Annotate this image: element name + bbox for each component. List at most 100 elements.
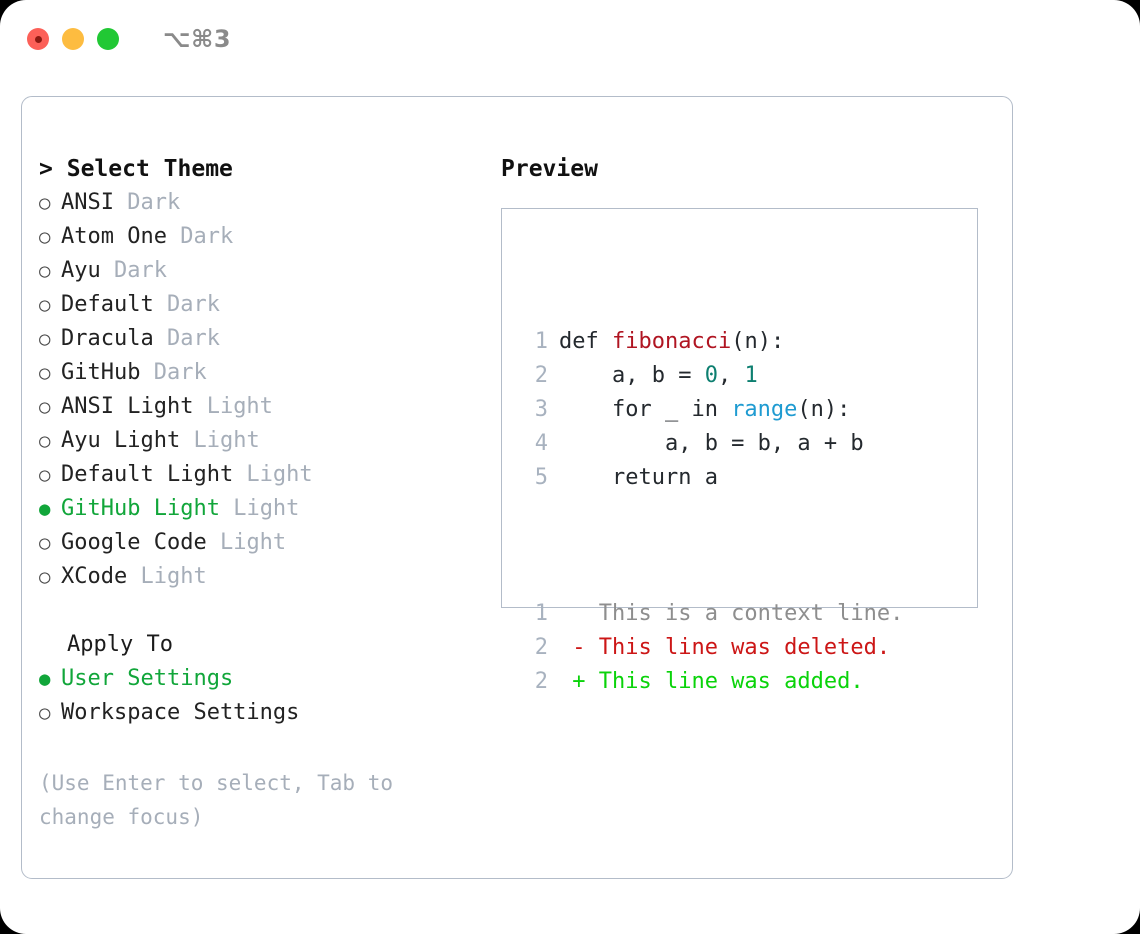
code-line-text: def fibonacci(n): — [559, 325, 784, 359]
line-number: 4 — [534, 431, 548, 456]
theme-list-column: > Select Theme ○ANSI Dark○Atom One Dark○… — [39, 152, 489, 834]
code-sample: 1 def fibonacci(n): 2 a, b = 0, 1 3 for _ i… — [522, 257, 904, 767]
theme-option-label: XCode — [61, 564, 128, 589]
theme-variant-badge: Dark — [166, 224, 234, 249]
theme-option-ayu[interactable]: ○Ayu Dark — [39, 254, 489, 288]
spacer — [39, 594, 489, 628]
line-number: 5 — [534, 465, 548, 490]
theme-variant-badge: Dark — [153, 326, 220, 351]
radio-unselected-icon: ○ — [39, 532, 51, 554]
theme-variant-badge: Light — [206, 530, 287, 555]
theme-option-ayu-light[interactable]: ○Ayu Light Light — [39, 424, 489, 458]
line-number: 2 — [534, 635, 548, 660]
diff-lines: 1 This is a context line. 2 - This line w… — [522, 597, 904, 699]
window-controls — [27, 28, 119, 50]
theme-option-ansi[interactable]: ○ ANSI Dark — [39, 186, 489, 220]
theme-option-label: Dracula — [61, 326, 154, 351]
code-token-plain: a, b = — [559, 363, 705, 388]
code-line-text: return a — [559, 461, 718, 495]
theme-option-label: Atom One — [61, 224, 167, 249]
theme-option-default[interactable]: ○Default Dark — [39, 288, 489, 322]
radio-unselected-icon: ○ — [39, 430, 51, 452]
theme-option-dracula[interactable]: ○ Dracula Dark — [39, 322, 489, 356]
minimize-window-button[interactable] — [62, 28, 84, 50]
close-window-button[interactable] — [27, 28, 49, 50]
radio-unselected-icon: ○ — [39, 328, 51, 350]
diff-line-ctx: 1 This is a context line. — [522, 597, 904, 631]
radio-selected-icon: ● — [39, 668, 51, 690]
theme-option-github-light[interactable]: ● GitHub Light Light — [39, 492, 489, 526]
theme-option-default-light[interactable]: ○ Default Light Light — [39, 458, 489, 492]
theme-picker-panel: > Select Theme ○ANSI Dark○Atom One Dark○… — [21, 96, 1013, 879]
diff-line-text: This is a context line. — [559, 601, 904, 626]
theme-variant-badge: Dark — [100, 258, 167, 283]
code-line: 1 def fibonacci(n): — [522, 325, 903, 359]
theme-option-xcode[interactable]: ○ XCode Light — [39, 560, 489, 594]
theme-option-label: Google Code — [61, 530, 207, 555]
radio-unselected-icon: ○ — [39, 226, 51, 248]
code-token-call: range — [731, 397, 798, 422]
theme-option-label: ANSI — [61, 190, 114, 215]
theme-option-label: ANSI Light — [61, 394, 194, 419]
line-number: 2 — [534, 669, 548, 694]
code-token-num: 0 — [704, 363, 718, 388]
theme-option-ansi-light[interactable]: ○ ANSI Light Light — [39, 390, 489, 424]
code-line-text: a, b = b, a + b — [559, 427, 864, 461]
code-lines: 1 def fibonacci(n): 2 a, b = 0, 1 3 for _ i… — [522, 325, 903, 495]
title-bar: ⌥⌘3 — [0, 0, 1140, 78]
code-token-plain: (n): — [797, 397, 851, 422]
code-token-plain: (n): — [731, 329, 785, 354]
apply-to-heading: Apply To — [67, 632, 173, 657]
code-token-num: 1 — [744, 363, 758, 388]
theme-variant-badge: Light — [219, 496, 300, 521]
code-line: 4 a, b = b, a + b — [522, 427, 903, 461]
code-token-fn: fibonacci — [611, 329, 732, 354]
code-line: 5 return a — [522, 461, 903, 495]
theme-list: ○ANSI Dark○Atom One Dark○Ayu Dark○Defaul… — [39, 186, 489, 594]
code-line: 3 for _ in range(n): — [522, 393, 903, 427]
theme-variant-badge: Light — [127, 564, 207, 589]
preview-column: Preview 1 def fibonacci(n): 2 a, b = 0, 1 3… — [501, 152, 991, 694]
theme-variant-badge: Light — [193, 394, 273, 419]
theme-option-label: Default Light — [61, 462, 234, 487]
maximize-window-button[interactable] — [97, 28, 119, 50]
diff-line-text: - This line was deleted. — [559, 635, 891, 660]
theme-option-label: GitHub Light — [61, 496, 220, 521]
diff-line-add: 2 + This line was added. — [522, 665, 903, 699]
theme-option-label: Ayu — [61, 258, 101, 283]
preview-heading: Preview — [501, 156, 598, 182]
theme-option-github[interactable]: ○GitHub Dark — [39, 356, 489, 390]
diff-line-text: + This line was added. — [559, 669, 864, 694]
keyboard-hint-text: (Use Enter to select, Tab to change focu… — [39, 771, 406, 829]
apply-to-option-label: Workspace Settings — [61, 700, 300, 725]
line-number: 1 — [534, 601, 548, 626]
theme-option-label: GitHub — [61, 360, 141, 385]
theme-option-label: Default — [61, 292, 154, 317]
select-theme-heading: > Select Theme — [39, 152, 489, 186]
radio-unselected-icon: ○ — [39, 362, 51, 384]
keyboard-shortcut-label: ⌥⌘3 — [163, 25, 232, 53]
focus-caret-icon: > — [39, 156, 53, 182]
line-number: 1 — [534, 329, 548, 354]
theme-variant-badge: Dark — [113, 190, 181, 215]
theme-variant-badge: Light — [233, 462, 313, 487]
theme-option-label: Ayu Light — [61, 428, 181, 453]
preview-box: 1 def fibonacci(n): 2 a, b = 0, 1 3 for _ i… — [501, 208, 978, 694]
theme-option-atom-one[interactable]: ○ Atom One Dark — [39, 220, 489, 254]
radio-unselected-icon: ○ — [39, 192, 51, 214]
radio-unselected-icon: ○ — [39, 566, 51, 588]
apply-to-option-workspace-settings[interactable]: ○Workspace Settings — [39, 696, 489, 730]
radio-selected-icon: ● — [39, 498, 51, 520]
line-number: 3 — [534, 397, 548, 422]
apply-to-option-user-settings[interactable]: ●User Settings — [39, 662, 489, 696]
theme-variant-badge: Dark — [153, 292, 220, 317]
code-token-plain: , — [717, 363, 745, 388]
theme-option-google-code[interactable]: ○ Google Code Light — [39, 526, 489, 560]
select-theme-heading-label: Select Theme — [66, 156, 233, 182]
code-token-plain: return a — [559, 465, 718, 490]
code-token-plain: a, b = b, a + b — [559, 431, 864, 456]
line-number: 2 — [534, 363, 548, 388]
radio-unselected-icon: ○ — [39, 396, 51, 418]
radio-unselected-icon: ○ — [39, 464, 51, 486]
